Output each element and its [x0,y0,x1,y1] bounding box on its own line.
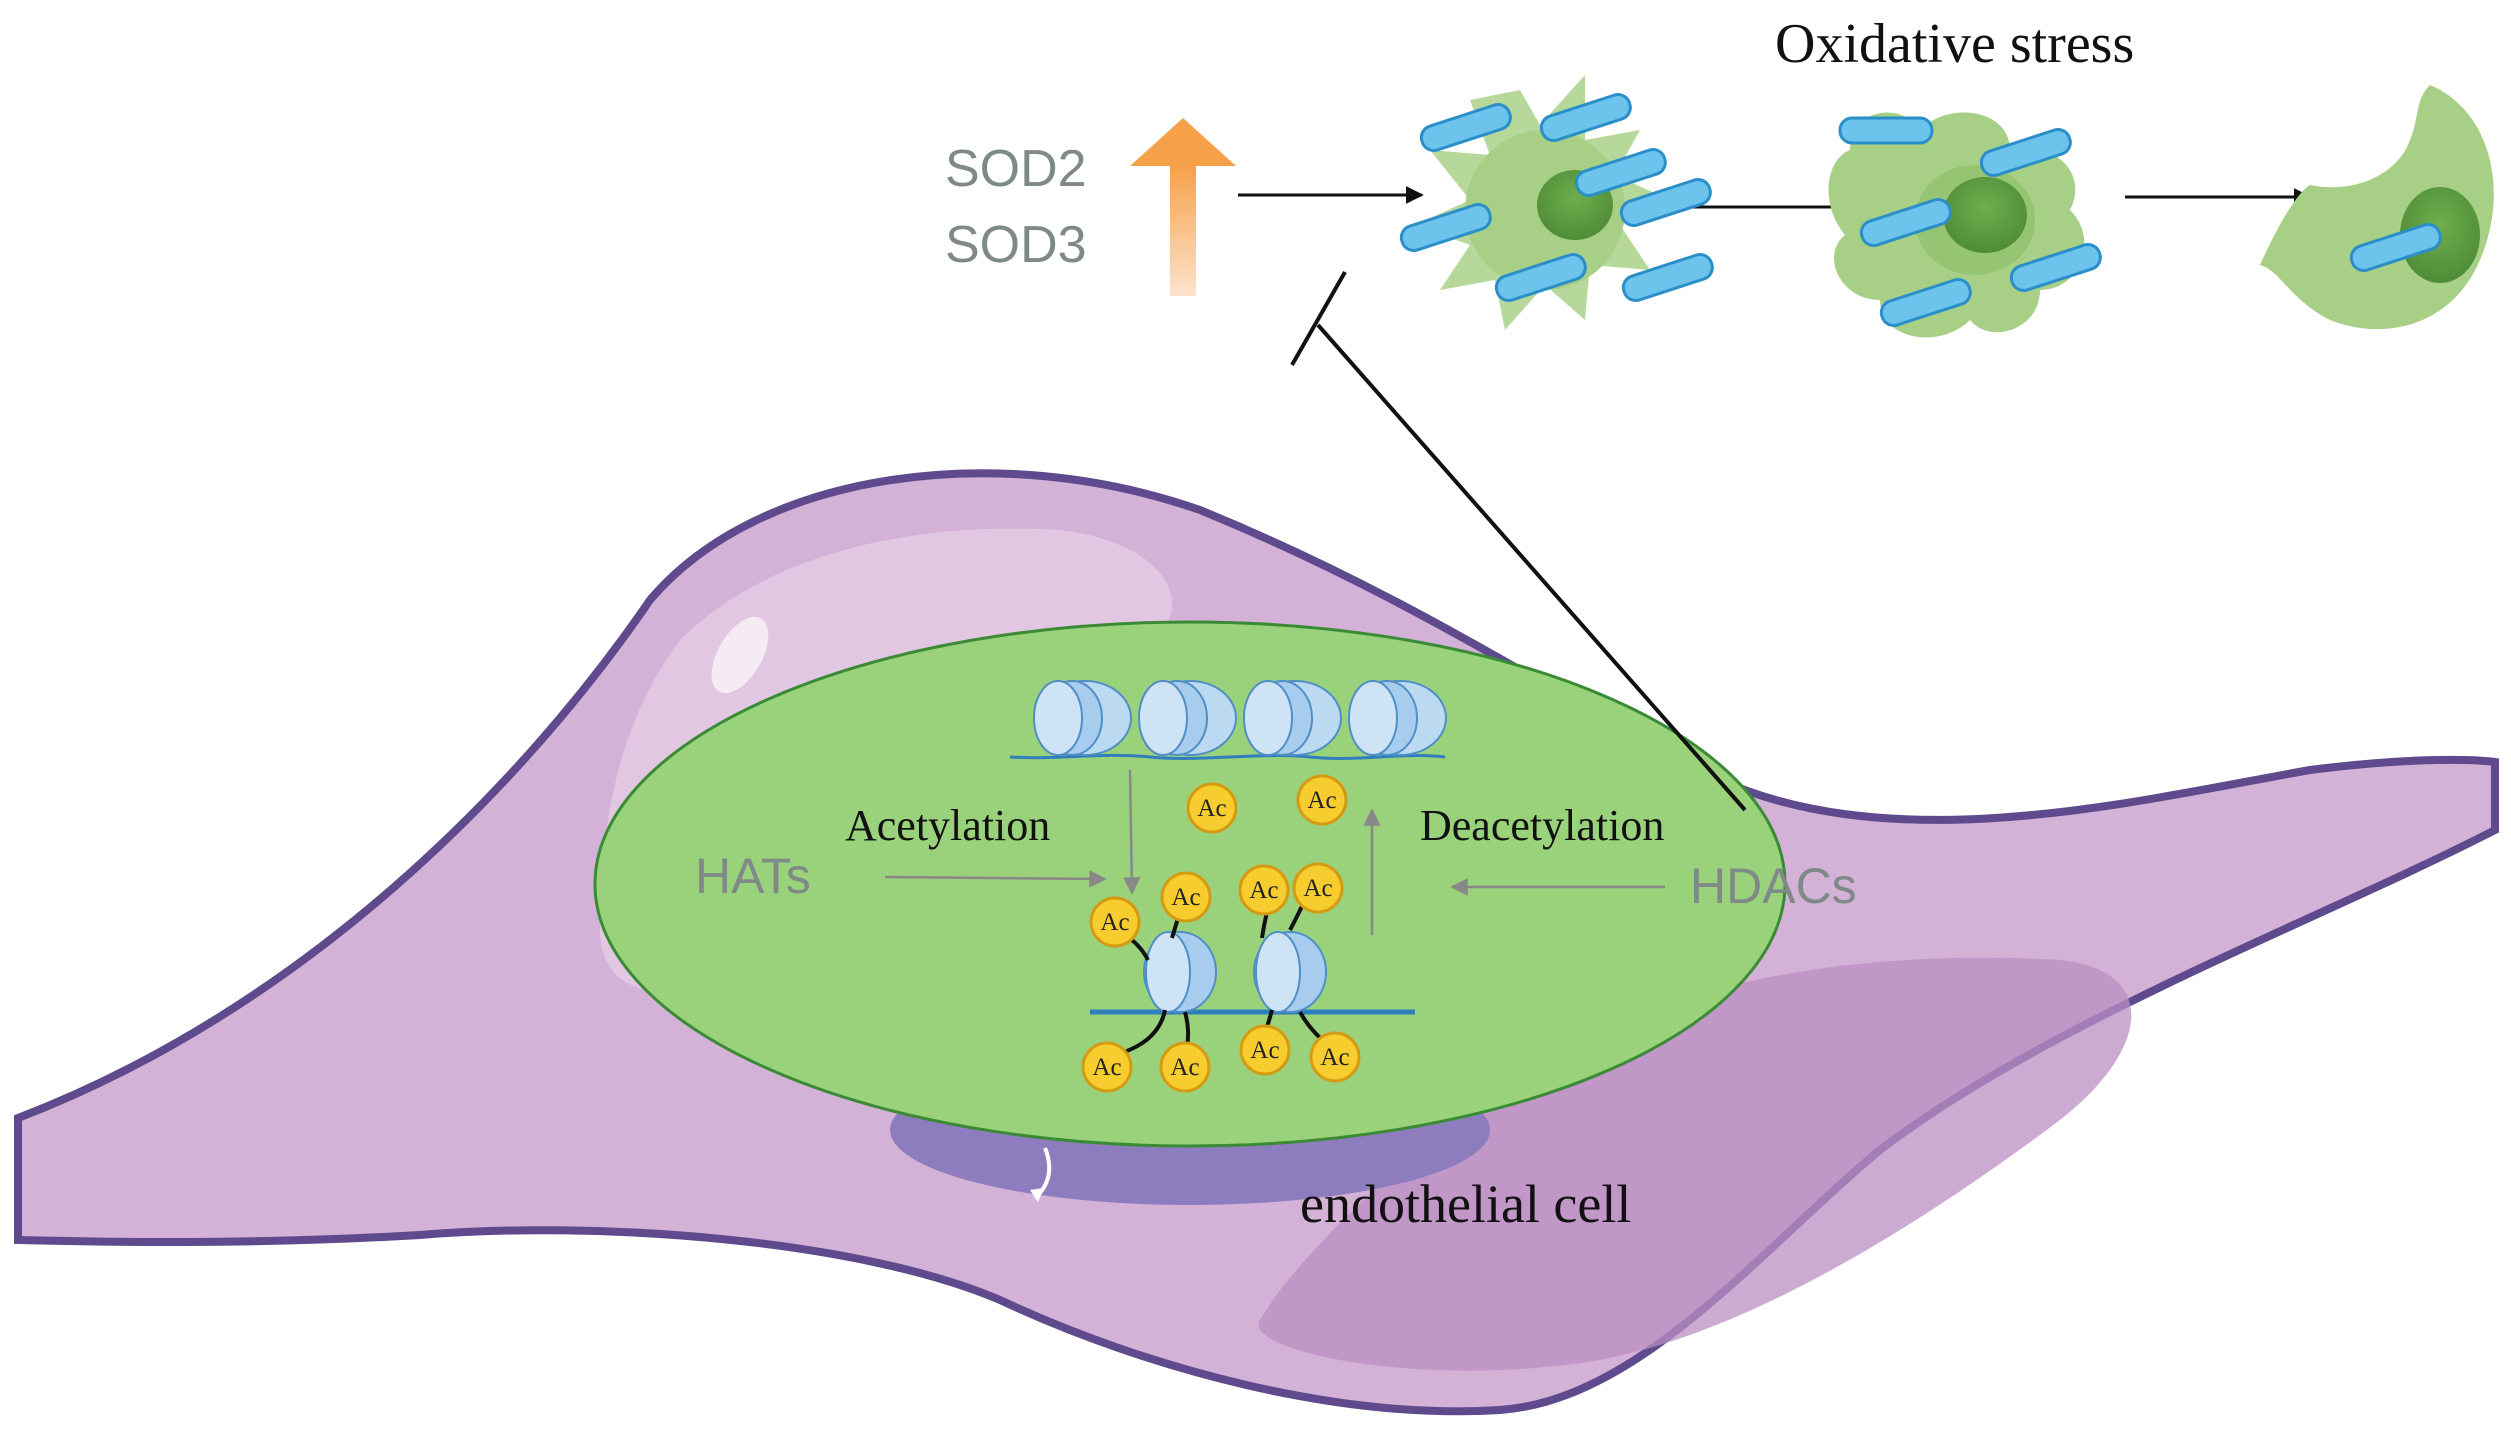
ac-badge: Ac [1160,871,1212,923]
ac-badge: Ac [1081,1041,1133,1093]
arrow-up-icon [1130,118,1236,296]
t-bar-inhibit-icon [1290,271,1747,812]
nucleosome [1138,680,1237,756]
svg-text:Ac: Ac [1250,1037,1279,1064]
ac-badge: Ac [1089,896,1141,948]
ros-particles [1399,93,2442,328]
ac-badge: Ac [1292,862,1344,914]
nucleosome [1348,680,1447,756]
ac-badge: Ac [1159,1041,1211,1093]
hdacs-label: HDACs [1690,858,1857,914]
oxidative-stress-label: Oxidative stress [1775,13,2134,75]
acetyl-groups: Ac Ac Ac Ac Ac Ac Ac Ac [1081,774,1361,1093]
ac-badge: Ac [1239,1024,1291,1076]
nucleosome [1033,680,1132,756]
open-chromatin [1090,894,1415,1057]
acetylation-label: Acetylation [845,801,1050,850]
svg-text:Ac: Ac [1320,1044,1349,1071]
nucleosome [1143,931,1217,1013]
svg-text:Ac: Ac [1249,877,1278,904]
sod2-label: SOD2 [945,140,1087,198]
svg-text:Ac: Ac [1303,875,1332,902]
stressed-cell-3 [2260,85,2494,330]
hats-arrow [884,870,1107,888]
ac-badge: Ac [1186,782,1238,834]
acetylation-down-arrow [1122,769,1141,895]
ac-badge: Ac [1296,774,1348,826]
deacetylation-label: Deacetylation [1420,801,1664,850]
sod3-label: SOD3 [945,216,1087,274]
nucleosome [1243,680,1342,756]
ac-badge: Ac [1309,1031,1361,1083]
svg-text:Ac: Ac [1307,787,1336,814]
svg-text:Ac: Ac [1197,795,1226,822]
svg-text:Ac: Ac [1171,884,1200,911]
condensed-chromatin [1009,680,1447,760]
endothelial-cell-label: endothelial cell [1300,1174,1631,1234]
svg-text:Ac: Ac [1100,909,1129,936]
svg-text:Ac: Ac [1092,1054,1121,1081]
hats-label: HATs [695,848,811,904]
nucleosome [1253,931,1327,1013]
ac-badge: Ac [1238,864,1290,916]
svg-text:Ac: Ac [1170,1054,1199,1081]
